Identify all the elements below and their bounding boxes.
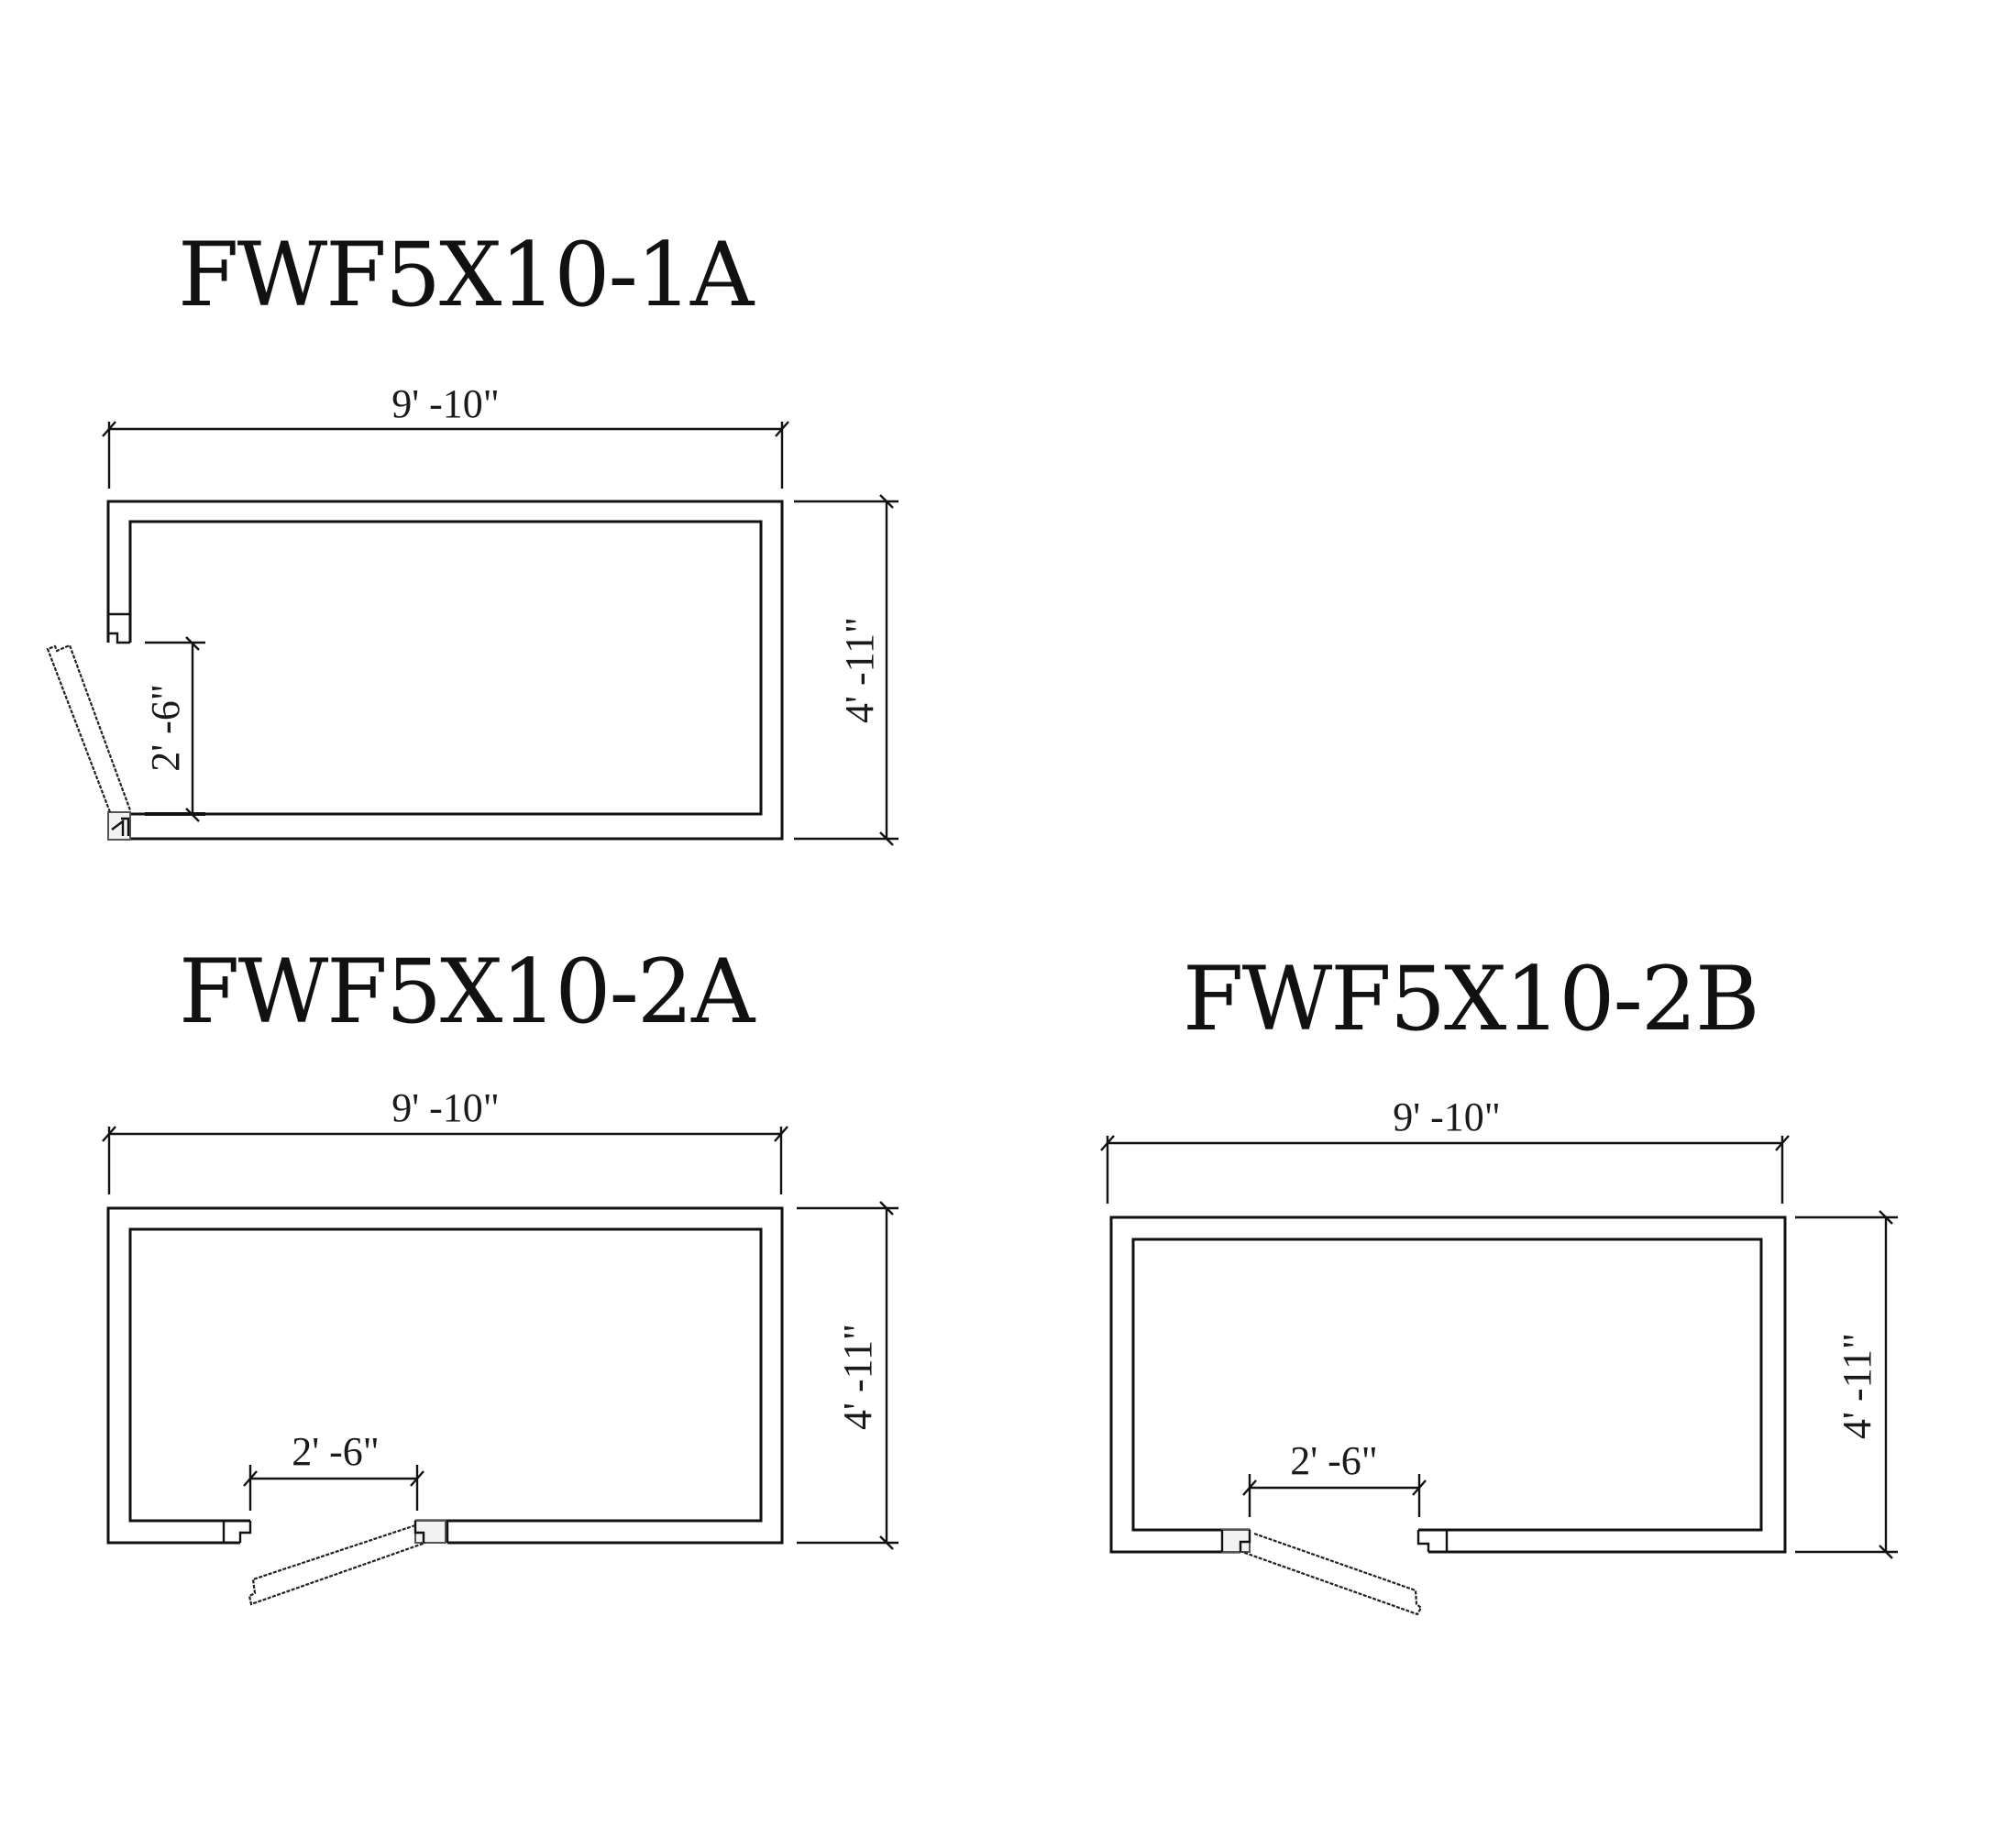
width-label-1a: 9' -10" (391, 381, 500, 426)
drawing-title-2b: FWF5X10-2B (1183, 948, 1760, 1050)
door-dimension-2a: 2' -6" (243, 1429, 424, 1511)
right-jamb-2b (1416, 1530, 1449, 1552)
plan-1a: 9' -10" 2' -6" 4' -11" (46, 381, 898, 846)
outer-wall-1a (106, 500, 784, 841)
door-dimension-1a: 2' -6" (143, 636, 205, 822)
width-dimension-1a: 9' -10" (102, 381, 789, 489)
plan-2b: 9' -10" 2' -6" 4' -11" (1100, 1094, 1898, 1616)
door-label-1a: 2' -6" (143, 684, 188, 772)
plan-2a: 9' -10" 2' -6" 4' -11" (102, 1085, 898, 1606)
left-jamb-2a (222, 1521, 252, 1543)
depth-dimension-1a: 4' -11" (794, 494, 898, 846)
depth-label-2a: 4' -11" (835, 1324, 880, 1430)
depth-label-1a: 4' -11" (837, 617, 882, 723)
upper-jamb-1a (106, 612, 130, 644)
outer-wall-2b (1109, 1216, 1787, 1554)
inner-wall-2a (128, 1227, 763, 1523)
depth-dimension-2a: 4' -11" (797, 1201, 898, 1550)
depth-dimension-2b: 4' -11" (1795, 1210, 1898, 1559)
door-label-2a: 2' -6" (292, 1429, 380, 1474)
door-leaf-2a (248, 1524, 426, 1606)
depth-label-2b: 4' -11" (1835, 1333, 1879, 1439)
width-dimension-2a: 9' -10" (102, 1085, 788, 1194)
right-jamb-2a (413, 1521, 449, 1543)
drawing-title-2a: FWF5X10-2A (179, 940, 755, 1043)
width-dimension-2b: 9' -10" (1100, 1094, 1790, 1204)
inner-wall-2b (1131, 1238, 1763, 1532)
hinge-detail-1a (111, 817, 130, 836)
width-label-2a: 9' -10" (391, 1085, 500, 1130)
door-leaf-2b (1241, 1532, 1423, 1616)
door-leaf-1a (46, 644, 132, 813)
door-label-2b: 2' -6" (1290, 1438, 1378, 1483)
door-dimension-2b: 2' -6" (1242, 1438, 1427, 1517)
outer-wall-2a (106, 1206, 784, 1545)
left-jamb-2b (1220, 1530, 1251, 1552)
hinge-block-1a (107, 811, 131, 841)
drawing-title-1a: FWF5X10-1A (178, 224, 754, 326)
inner-wall-1a (128, 520, 763, 816)
width-label-2b: 9' -10" (1393, 1094, 1501, 1139)
